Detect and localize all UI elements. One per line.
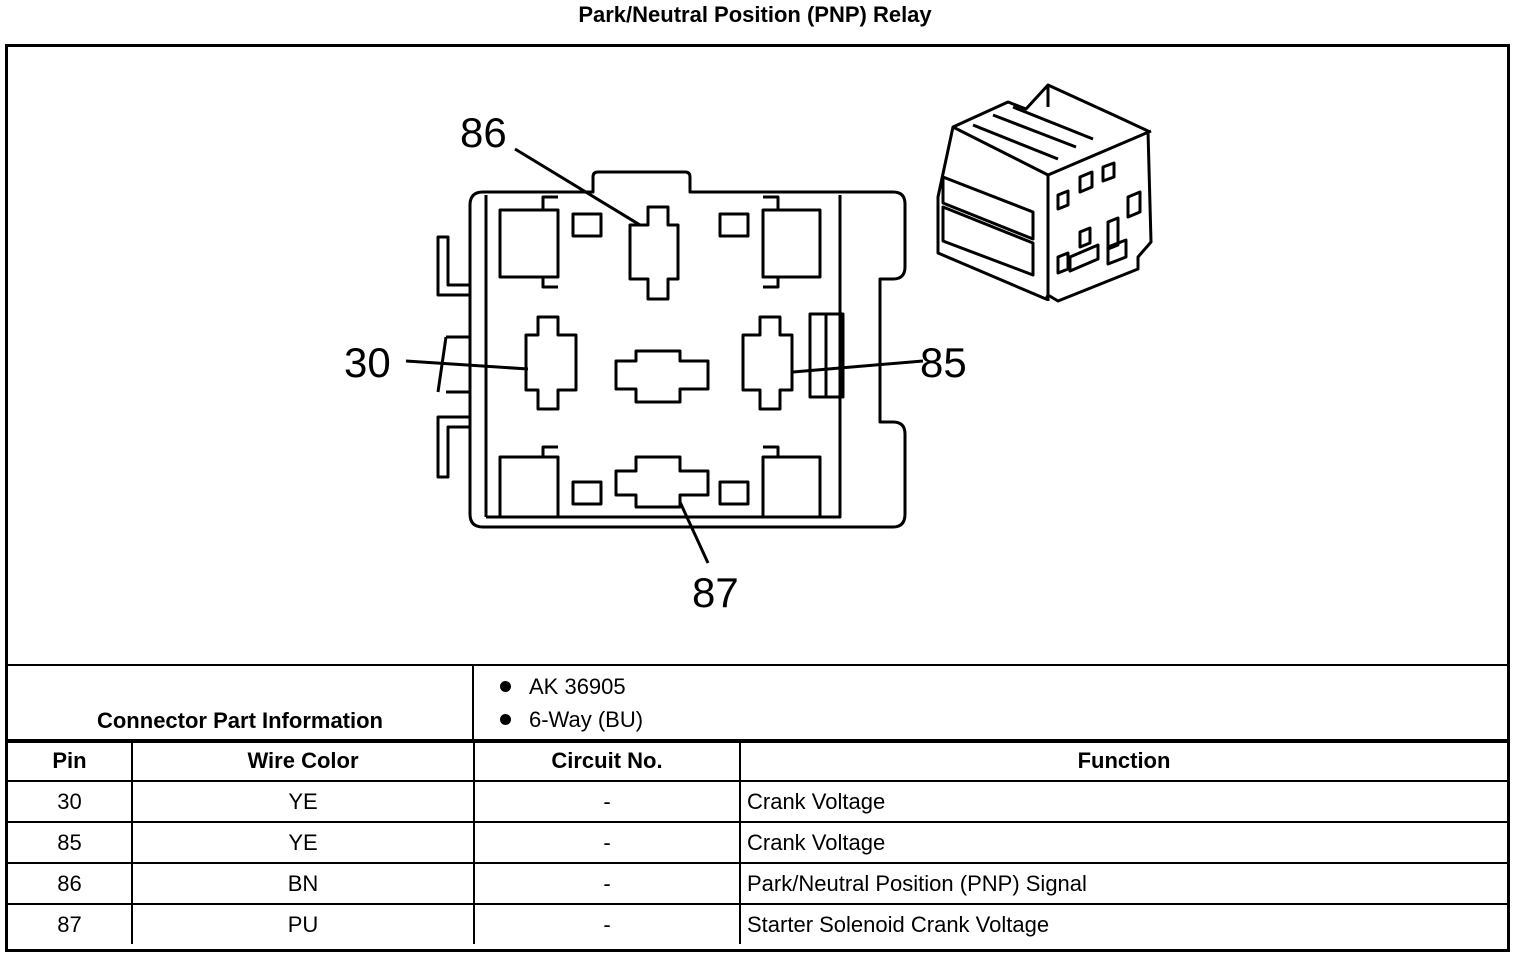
cell-circuit: -: [473, 903, 741, 944]
leader-86: [514, 147, 641, 227]
leader-30: [405, 359, 529, 371]
header-function: Function: [739, 739, 1507, 782]
cell-circuit: -: [473, 862, 741, 905]
cavity-small-2: [718, 212, 750, 238]
connector-part-info-list: AK 36905 6-Way (BU): [474, 666, 1507, 741]
iso-outline: [936, 83, 1153, 303]
table-header-row: Pin Wire Color Circuit No. Function: [8, 739, 1507, 782]
connector-frame: 86 30 85 87 Connector Part Information A…: [5, 44, 1510, 952]
leader-87: [678, 501, 710, 564]
callout-30: 30: [344, 339, 391, 386]
callout-85: 85: [920, 339, 967, 386]
cavity-pin-86: [628, 205, 680, 301]
connector-isometric-view: [936, 83, 1153, 303]
cavity-small-1: [571, 212, 603, 238]
connector-part-info-label: Connector Part Information: [8, 666, 474, 741]
cell-circuit: -: [473, 821, 741, 864]
cell-circuit: -: [473, 780, 741, 823]
connector-face-drawing: 86 30 85 87: [344, 83, 1153, 616]
table-row: 85 YE - Crank Voltage: [8, 821, 1507, 864]
left-latch-lower: [436, 415, 470, 479]
bullet-icon: [500, 713, 511, 725]
iso-cavities: [1056, 161, 1142, 275]
page-title: Park/Neutral Position (PNP) Relay: [578, 2, 932, 27]
cell-function: Park/Neutral Position (PNP) Signal: [739, 862, 1507, 905]
terminal-top-left: [498, 195, 560, 289]
pinout-table: Pin Wire Color Circuit No. Function 30 Y…: [8, 739, 1507, 944]
terminal-bottom-right: [761, 445, 822, 519]
cavity-center: [614, 349, 710, 404]
cell-pin: 86: [8, 862, 133, 905]
list-item: 6-Way (BU): [500, 707, 643, 733]
iso-front-face: [952, 125, 1152, 301]
connector-inner-wall: [484, 195, 842, 519]
header-circuit-no: Circuit No.: [473, 739, 741, 782]
connector-diagram: 86 30 85 87: [8, 47, 1507, 664]
table-row: 87 PU - Starter Solenoid Crank Voltage: [8, 903, 1507, 944]
connector-body-outline: [468, 170, 907, 529]
list-item: AK 36905: [500, 674, 626, 700]
cavity-pin-30: [524, 315, 578, 411]
cell-pin: 85: [8, 821, 133, 864]
terminal-bottom-left: [498, 445, 560, 519]
cell-function: Starter Solenoid Crank Voltage: [739, 903, 1507, 944]
callout-87: 87: [692, 569, 739, 616]
table-row: 86 BN - Park/Neutral Position (PNP) Sign…: [8, 862, 1507, 905]
terminal-top-right: [761, 195, 822, 289]
cavity-pin-87: [614, 455, 710, 509]
cell-function: Crank Voltage: [739, 780, 1507, 823]
header-pin: Pin: [8, 739, 133, 782]
cavity-small-3: [571, 480, 603, 506]
table-row: 30 YE - Crank Voltage: [8, 780, 1507, 823]
cell-wire-color: PU: [131, 903, 475, 944]
callout-86: 86: [460, 109, 507, 156]
header-wire-color: Wire Color: [131, 739, 475, 782]
cavity-pin-85: [741, 315, 794, 411]
cell-pin: 87: [8, 903, 133, 944]
bullet-icon: [500, 680, 511, 692]
leader-85: [792, 359, 924, 374]
left-latch: [436, 235, 470, 297]
cell-wire-color: YE: [131, 821, 475, 864]
cell-wire-color: YE: [131, 780, 475, 823]
cell-function: Crank Voltage: [739, 821, 1507, 864]
connector-part-info: Connector Part Information AK 36905 6-Wa…: [8, 664, 1507, 743]
cavity-small-4: [718, 480, 750, 506]
iso-ribs: [941, 87, 1094, 277]
cell-pin: 30: [8, 780, 133, 823]
cell-wire-color: BN: [131, 862, 475, 905]
